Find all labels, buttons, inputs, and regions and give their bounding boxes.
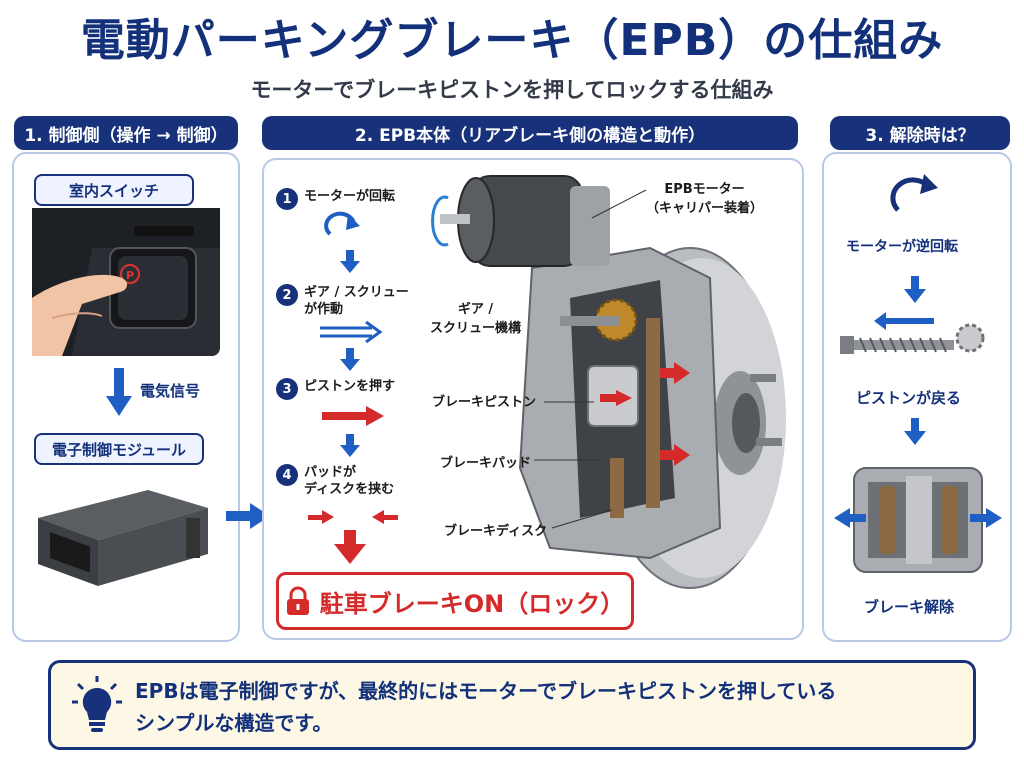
lock-icon bbox=[286, 586, 309, 615]
parking-p-icon bbox=[120, 264, 140, 284]
ecu-module-label: 電子制御モジュール bbox=[34, 433, 204, 465]
step-text: パッドが ディスクを挟む bbox=[304, 465, 395, 497]
step-text: モーターが回転 bbox=[304, 189, 396, 204]
piston-return-label: ピストンが戻る bbox=[856, 389, 962, 407]
callout-pad: ブレーキパッド bbox=[440, 456, 532, 471]
down-arrow-icon bbox=[340, 250, 360, 273]
step-3: 3 ピストンを押す bbox=[276, 378, 395, 400]
parking-brake-on-text: 駐車ブレーキON（ロック） bbox=[319, 589, 625, 618]
callout-motor-line bbox=[591, 189, 647, 219]
callout-motor: EPBモーター （キャリパー装着） bbox=[646, 182, 764, 216]
page-title: 電動パーキングブレーキ（EPB）の仕組み bbox=[80, 15, 944, 66]
lightbulb-icon bbox=[72, 676, 122, 732]
step-number: 2 bbox=[276, 284, 298, 306]
rotate-arrow-icon bbox=[324, 211, 360, 236]
interior-switch-illustration: P bbox=[32, 208, 220, 356]
screw-piston-illustration bbox=[840, 312, 985, 354]
brake-release-label: ブレーキ解除 bbox=[864, 598, 955, 616]
step-number: 1 bbox=[276, 188, 298, 210]
step-number: 3 bbox=[276, 378, 298, 400]
down-arrow-icon bbox=[340, 348, 360, 371]
double-right-arrow-icon bbox=[320, 320, 383, 344]
step-text: ギア / スクリュー が作動 bbox=[304, 285, 409, 317]
callout-disc: ブレーキディスク bbox=[444, 524, 548, 539]
clamp-arrows-icon bbox=[308, 510, 398, 524]
signal-label: 電気信号 bbox=[140, 382, 201, 400]
red-right-arrow-icon bbox=[322, 406, 384, 426]
step-2: 2 ギア / スクリュー が作動 bbox=[276, 284, 409, 318]
down-arrow-icon bbox=[904, 418, 926, 445]
reverse-rotate-icon bbox=[890, 174, 938, 212]
step-1: 1 モーターが回転 bbox=[276, 188, 395, 210]
summary-box bbox=[48, 660, 976, 750]
callout-piston-line bbox=[544, 401, 594, 403]
panel-control-side-header: 1. 制御側（操作 → 制御） bbox=[14, 116, 238, 150]
step-text: ピストンを押す bbox=[304, 379, 396, 394]
down-arrow-icon bbox=[340, 434, 360, 457]
interior-switch-label: 室内スイッチ bbox=[34, 174, 194, 206]
callout-piston: ブレーキピストン bbox=[432, 395, 537, 410]
released-caliper-illustration bbox=[834, 467, 1002, 573]
step-number: 4 bbox=[276, 464, 298, 486]
big-red-down-arrow-icon bbox=[334, 530, 366, 564]
callout-disc-line bbox=[551, 509, 613, 529]
gear-icon bbox=[955, 323, 985, 353]
svg-text:P: P bbox=[126, 269, 134, 282]
ecu-module-illustration bbox=[38, 490, 208, 586]
panel-release-header: 3. 解除時は？ bbox=[830, 116, 1010, 150]
brake-assembly-illustration bbox=[431, 175, 786, 589]
down-arrow-icon bbox=[904, 276, 926, 303]
motor-rotation-icon bbox=[431, 195, 449, 247]
callout-gear: ギア / スクリュー機構 bbox=[430, 302, 522, 336]
parking-brake-on-box: 駐車ブレーキON（ロック） bbox=[276, 572, 634, 630]
control-to-epb-arrow bbox=[226, 503, 270, 529]
reverse-rotation-label: モーターが逆回転 bbox=[846, 239, 958, 255]
panel-epb-body-header: 2. EPB本体（リアブレーキ側の構造と動作） bbox=[262, 116, 798, 150]
page-subtitle: モーターでブレーキピストンを押してロックする仕組み bbox=[250, 78, 774, 102]
summary-text: EPBは電子制御ですが、最終的にはモーターでブレーキピストンを押している シンプ… bbox=[135, 679, 837, 735]
callout-pad-line bbox=[534, 459, 600, 461]
step-4: 4 パッドが ディスクを挟む bbox=[276, 464, 394, 498]
signal-down-arrow bbox=[106, 368, 132, 416]
